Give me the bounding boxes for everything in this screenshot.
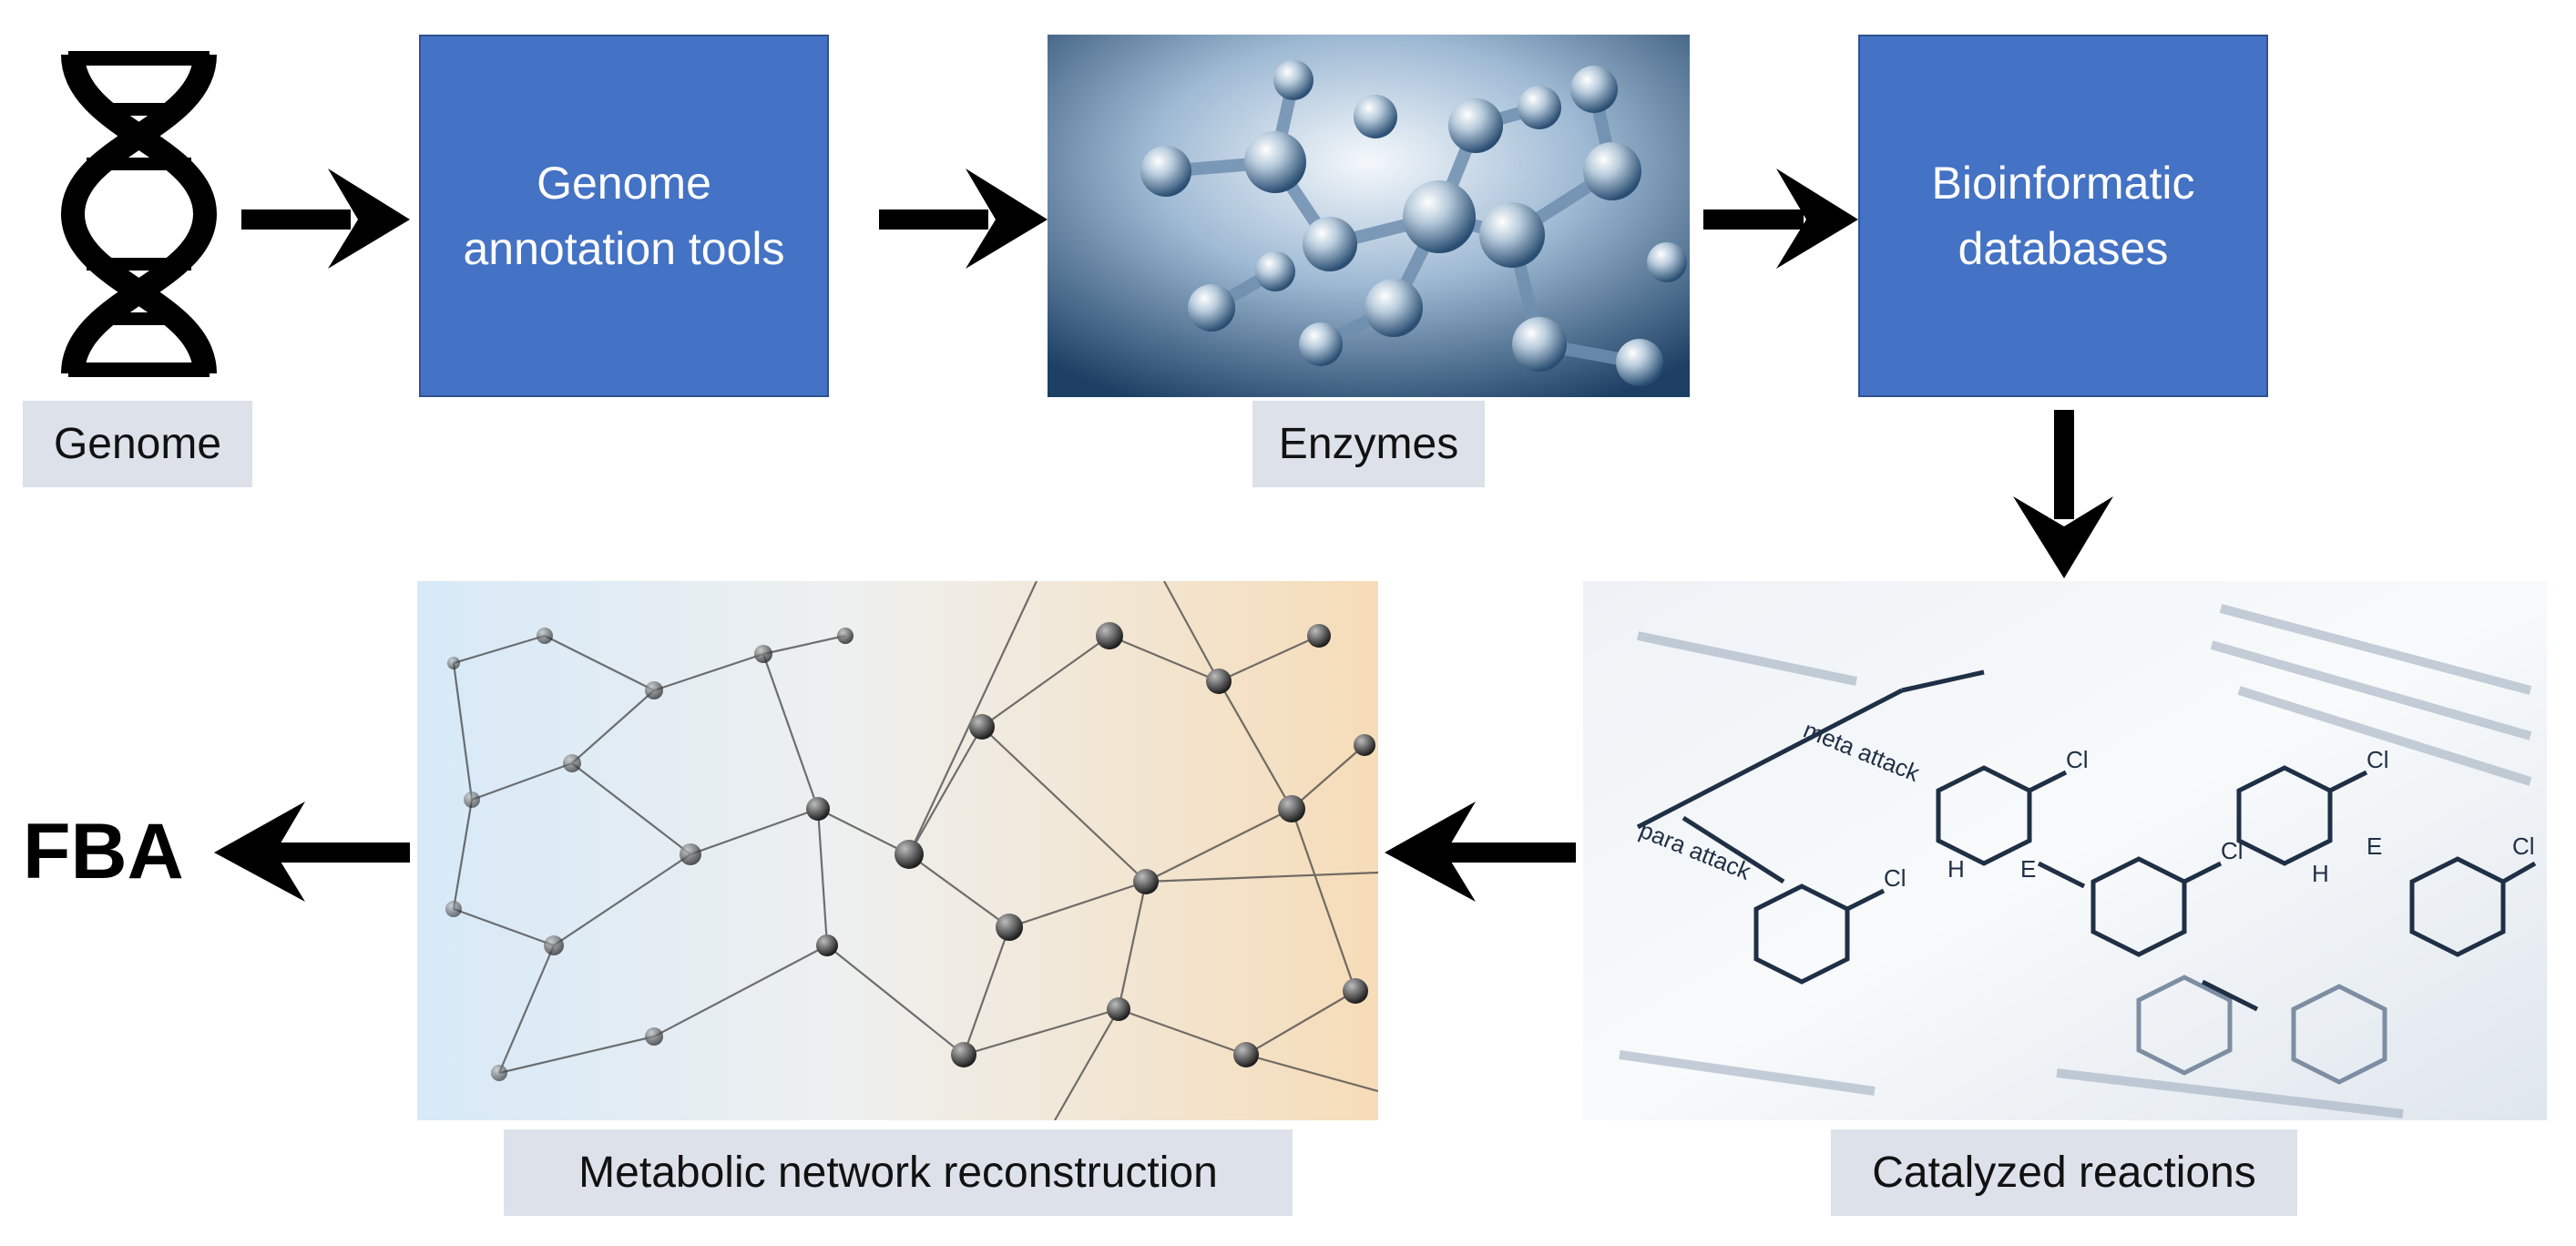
genome-label: Genome — [23, 401, 252, 487]
bioinformatic-databases-box: Bioinformatic databases — [1858, 35, 2268, 397]
arrow-icon — [879, 169, 1048, 269]
arrow-icon — [1385, 802, 1576, 902]
fba-label: FBA — [23, 807, 184, 895]
dna-helix-icon — [50, 46, 228, 383]
metabolic-network-image — [417, 581, 1378, 1120]
enzymes-molecule-image — [1048, 35, 1690, 397]
genome-annotation-tools-label: Genome annotation tools — [463, 158, 785, 274]
catalyzed-reactions-label: Catalyzed reactions — [1831, 1129, 2297, 1216]
h-text: H — [1947, 855, 1965, 883]
h-text: H — [2312, 860, 2329, 887]
metabolic-network-reconstruction-label: Metabolic network reconstruction — [504, 1129, 1293, 1216]
e-text: E — [2020, 855, 2036, 883]
arrow-icon — [1703, 169, 1858, 269]
cl-text: Cl — [2512, 832, 2535, 860]
genome-annotation-tools-box: Genome annotation tools — [419, 35, 829, 397]
arrow-icon — [241, 169, 410, 269]
bioinformatic-databases-label: Bioinformatic databases — [1931, 158, 2195, 274]
cl-text: Cl — [2066, 746, 2089, 773]
enzymes-label: Enzymes — [1252, 401, 1485, 487]
catalyzed-reactions-image: meta attack para attack Cl Cl Cl Cl Cl H… — [1583, 581, 2547, 1120]
e-text: E — [2366, 832, 2382, 860]
cl-text: Cl — [2221, 837, 2244, 864]
arrow-icon — [2013, 410, 2113, 578]
cl-text: Cl — [1884, 864, 1906, 892]
arrow-icon — [214, 802, 410, 902]
cl-text: Cl — [2366, 746, 2389, 773]
